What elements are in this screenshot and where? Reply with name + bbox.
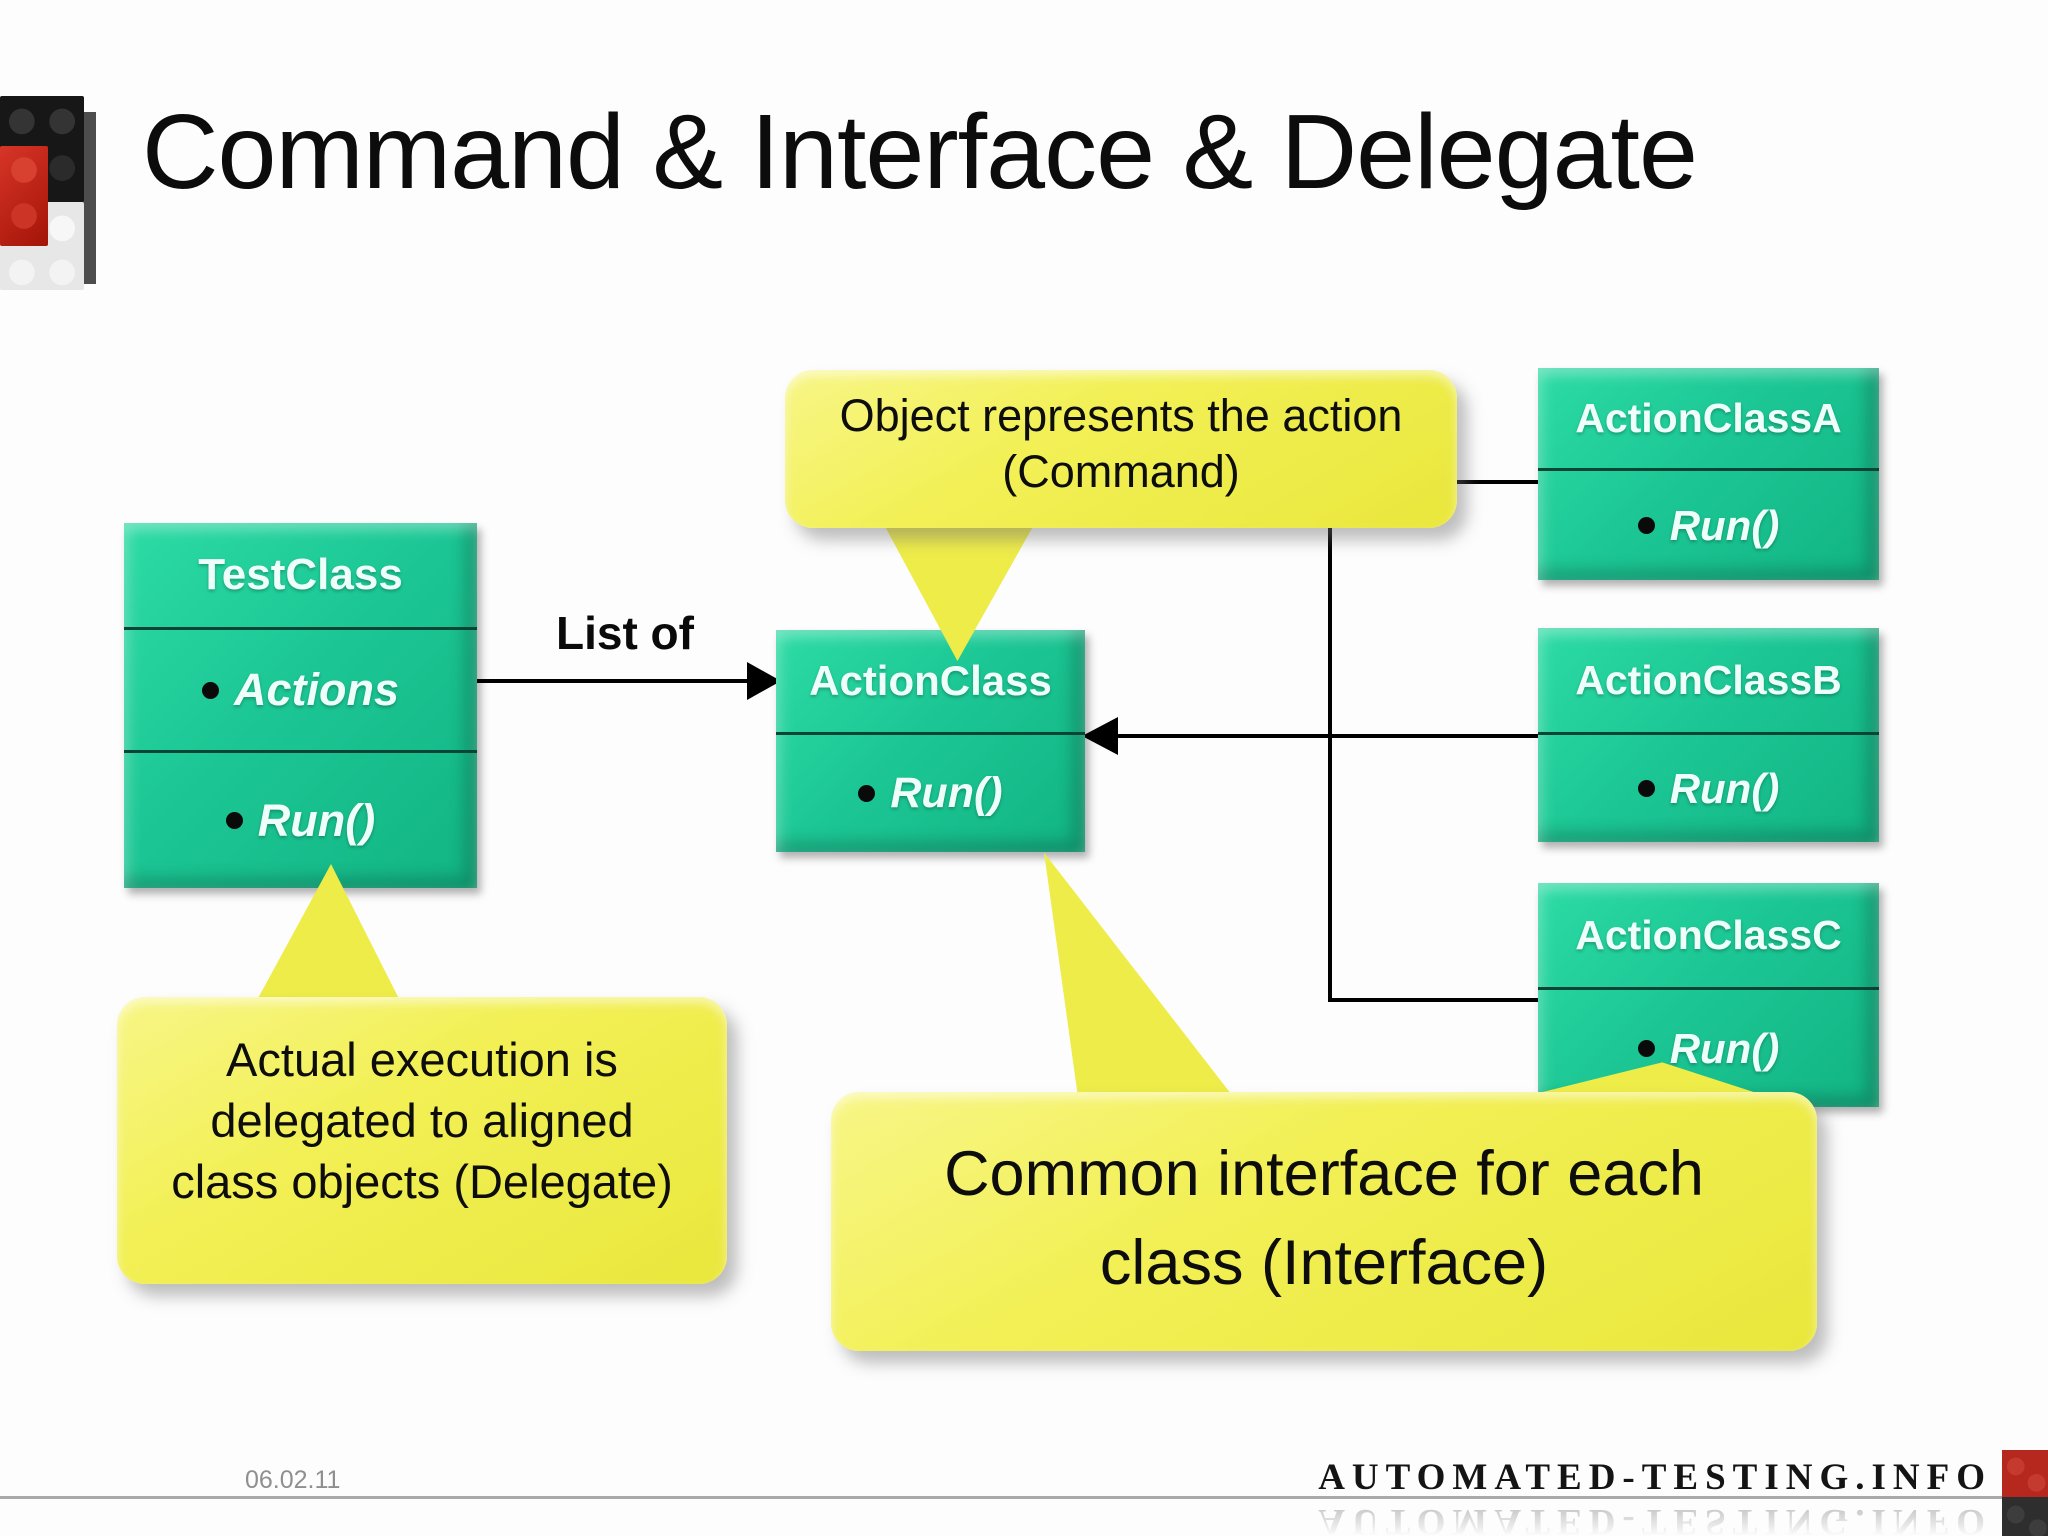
footer-divider-line: [0, 1496, 2002, 1499]
class-name-actionclassc: ActionClassC: [1575, 911, 1842, 958]
callout-delegate-line1: Actual execution is: [226, 1033, 618, 1086]
class-box-actionclassa: ActionClassA Run(): [1538, 368, 1879, 580]
member-label: Actions: [233, 664, 399, 715]
footer-site-name-reflection: AUTOMATED-TESTING.INFO: [1318, 1501, 1992, 1536]
bullet-icon: [1637, 780, 1655, 797]
callout-interface-tail-left: [1044, 852, 1236, 1101]
footer-site-name: AUTOMATED-TESTING.INFO: [1318, 1457, 1992, 1498]
callout-interface-line1: Common interface for each: [944, 1139, 1704, 1209]
bullet-icon: [225, 812, 243, 829]
lego-bricks-logo-icon: [0, 96, 118, 290]
slide-title: Command & Interface & Delegate: [142, 93, 1698, 211]
member-row: Run(): [776, 732, 1085, 852]
arrowhead-into-actionclass-right: [1082, 717, 1118, 755]
site-logo-dark-part: [2002, 1497, 2048, 1536]
callout-command-line1: Object represents the action: [839, 390, 1403, 441]
callout-delegate: Actual execution is delegated to aligned…: [117, 997, 727, 1284]
class-name-testclass: TestClass: [198, 550, 403, 599]
member-label: Run(): [1669, 501, 1780, 549]
list-of-label: List of: [556, 607, 694, 659]
class-box-actionclassb: ActionClassB Run(): [1538, 628, 1879, 842]
footer-date: 06.02.11: [245, 1466, 341, 1494]
callout-delegate-line2: delegated to aligned: [210, 1094, 634, 1148]
callout-command-line2: (Command): [1002, 446, 1240, 498]
connector-trunk-vertical: [1328, 482, 1332, 1002]
connector-branch-classc: [1330, 998, 1540, 1002]
site-logo-red-part: [2002, 1450, 2048, 1497]
site-logo-brick-icon: [2002, 1450, 2048, 1536]
bullet-icon: [1637, 517, 1655, 534]
member-label: Run(): [890, 769, 1003, 817]
member-label: Run(): [1669, 764, 1780, 812]
member-row: Run(): [1538, 468, 1879, 580]
class-box-actionclassc: ActionClassC Run(): [1538, 883, 1879, 1107]
class-box-testclass: TestClass Actions Run(): [124, 523, 477, 888]
callout-interface: Common interface for each class (Interfa…: [831, 1092, 1817, 1351]
member-row: Run(): [1538, 732, 1879, 842]
member-row: Actions: [124, 627, 477, 750]
bullet-icon: [1637, 1040, 1655, 1057]
callout-command: Object represents the action (Command): [785, 370, 1457, 528]
class-name-actionclassb: ActionClassB: [1575, 656, 1842, 703]
bullet-icon: [201, 681, 219, 699]
member-row: Run(): [1538, 987, 1879, 1107]
member-label: Run(): [1669, 1024, 1780, 1072]
callout-interface-line2: class (Interface): [1099, 1228, 1549, 1299]
class-name-actionclass: ActionClass: [809, 657, 1052, 704]
bullet-icon: [858, 785, 876, 802]
member-row: Run(): [124, 750, 477, 888]
class-box-actionclass: ActionClass Run(): [776, 630, 1085, 852]
class-name-actionclassa: ActionClassA: [1575, 394, 1842, 441]
callout-delegate-line3: class objects (Delegate): [171, 1155, 673, 1209]
connector-right-arrow-line: [1116, 734, 1538, 738]
connector-list-of-line: [477, 679, 749, 683]
lego-red-brick: [0, 146, 48, 246]
member-label: Run(): [257, 794, 376, 846]
